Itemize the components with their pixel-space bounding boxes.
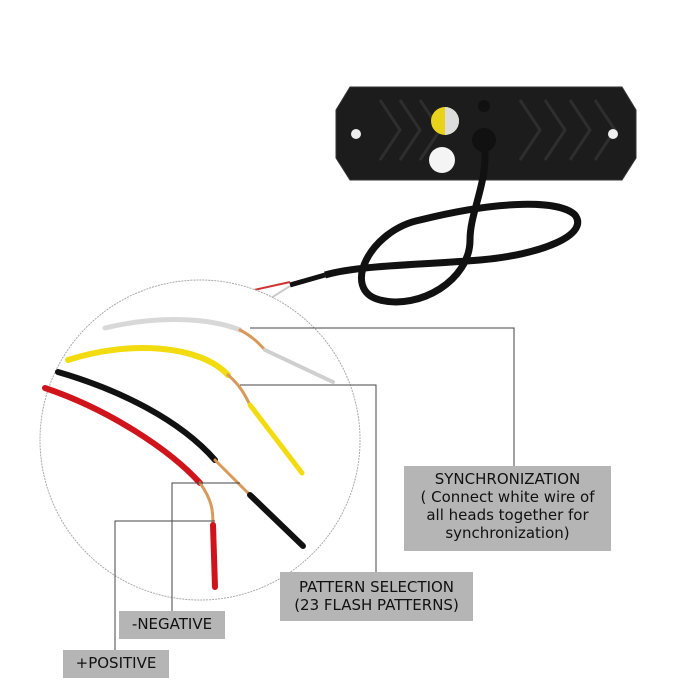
pattern-desc: (23 FLASH PATTERNS) — [294, 596, 459, 614]
yellow-wire — [65, 345, 231, 378]
negative-leader — [171, 482, 240, 611]
sync-desc-3: synchronization) — [445, 524, 570, 542]
mount-hole-left — [351, 129, 361, 139]
white-wire — [102, 317, 243, 333]
main-cable — [324, 139, 581, 306]
qc-sticker — [429, 147, 455, 173]
pattern-title: PATTERN SELECTION — [298, 578, 455, 596]
sync-leader — [250, 327, 515, 466]
negative-label: -NEGATIVE — [119, 611, 225, 639]
positive-label: +POSITIVE — [63, 650, 169, 678]
sync-title: SYNCHRONIZATION — [434, 470, 581, 488]
pattern-selection-label: PATTERN SELECTION (23 FLASH PATTERNS) — [280, 572, 473, 621]
sync-desc-2: all heads together for — [426, 506, 589, 524]
sync-desc-1: ( Connect white wire of — [420, 488, 595, 506]
mount-hole-right — [608, 129, 618, 139]
light-head — [335, 86, 637, 181]
positive-leader — [114, 520, 215, 650]
leader-lines — [114, 327, 515, 650]
black-wire — [55, 369, 218, 463]
red-wire — [42, 385, 203, 486]
pattern-leader — [240, 384, 377, 572]
synchronization-label: SYNCHRONIZATION ( Connect white wire of … — [404, 466, 611, 551]
wires — [42, 317, 335, 590]
